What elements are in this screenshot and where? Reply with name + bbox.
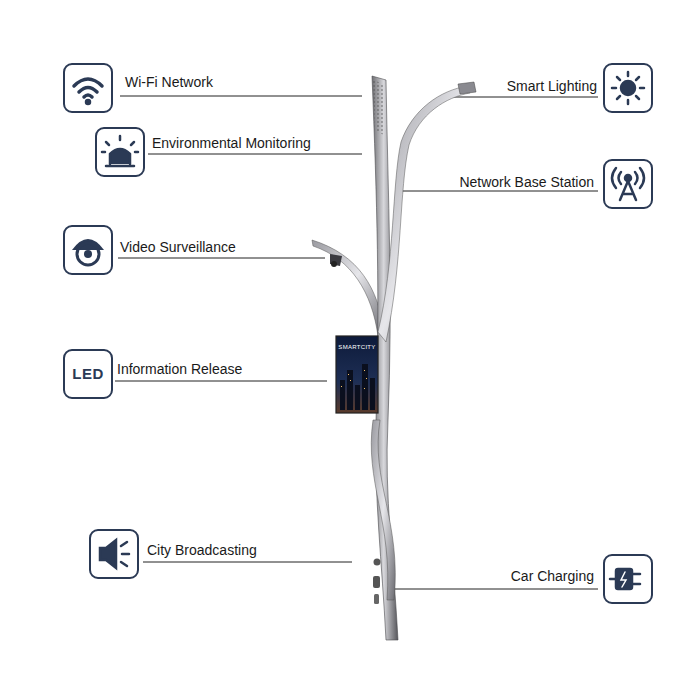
- camera-icon: [72, 239, 104, 265]
- wifi-icon: [74, 79, 102, 104]
- callout-label: Environmental Monitoring: [152, 135, 311, 151]
- alarm-icon: [102, 136, 138, 166]
- callout-label: Network Base Station: [459, 174, 594, 190]
- antenna-icon: [612, 168, 644, 200]
- leader-lines: [115, 96, 598, 589]
- callout-label: Wi-Fi Network: [125, 74, 213, 90]
- callout-label: Car Charging: [511, 568, 594, 584]
- icon-text: LED: [72, 366, 104, 382]
- callout-label: City Broadcasting: [147, 542, 257, 558]
- speaker-icon: [100, 540, 129, 568]
- screen-text: SMARTCITY: [338, 344, 375, 351]
- plug-icon: [610, 569, 640, 589]
- callout-label: Video Surveillance: [120, 239, 236, 255]
- icon-frames: [64, 64, 652, 603]
- sun-icon: [612, 72, 644, 104]
- callout-label: Information Release: [117, 361, 242, 377]
- callout-label: Smart Lighting: [507, 78, 597, 94]
- smart-pole: [312, 76, 476, 640]
